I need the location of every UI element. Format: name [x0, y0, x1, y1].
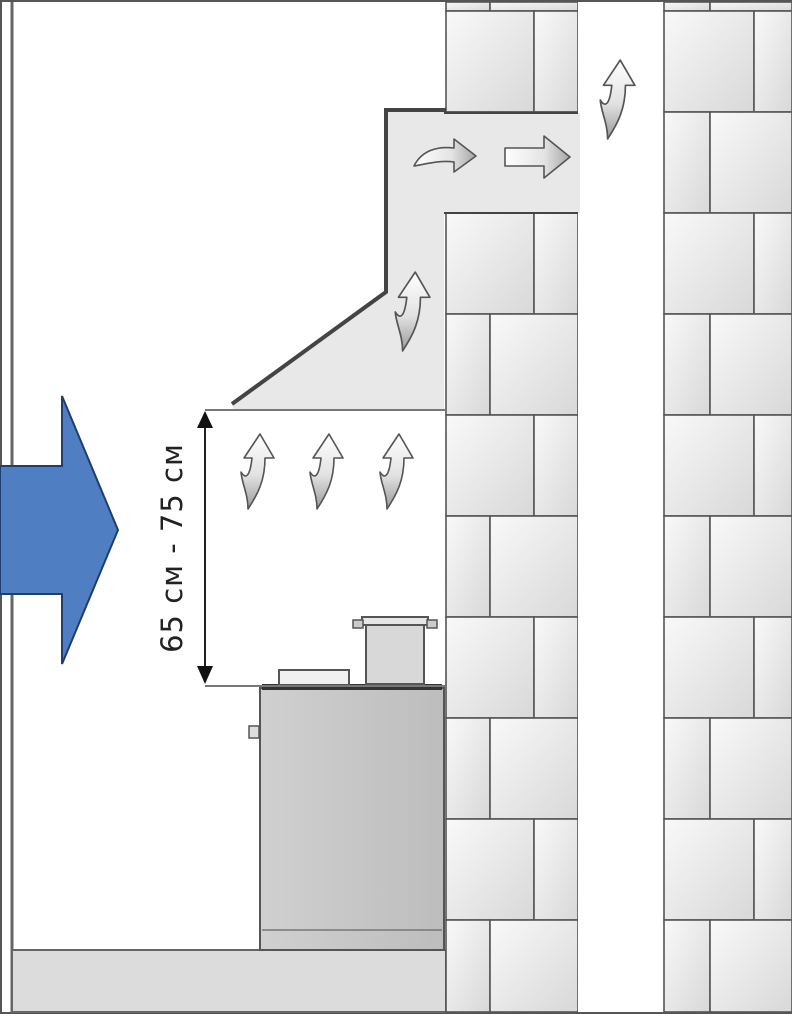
pan [278, 669, 350, 686]
brick-wall-left [445, 1, 579, 1013]
brick-tile [753, 212, 792, 315]
brick-tile [709, 313, 792, 416]
floor [11, 949, 447, 1013]
brick-tile [445, 515, 491, 618]
stove [259, 687, 445, 951]
brick-tile [663, 919, 711, 1013]
brick-tile [709, 515, 792, 618]
brick-tile [489, 919, 579, 1013]
range-hood [232, 112, 444, 410]
brick-tile [445, 717, 491, 820]
brick-tile [753, 616, 792, 719]
brick-tile [533, 10, 579, 113]
exhaust-arrow-icon [504, 135, 571, 179]
brick-tile [489, 717, 579, 820]
brick-tile [663, 212, 755, 315]
dimension-indicator [197, 411, 446, 687]
brick-tile [489, 515, 579, 618]
brick-wall-right [663, 1, 792, 1013]
brick-tile [663, 313, 711, 416]
brick-tile [663, 616, 755, 719]
brick-tile [753, 818, 792, 921]
brick-tile [533, 616, 579, 719]
brick-tile [489, 1, 579, 12]
dimension-label: 65 см - 75 см [155, 443, 189, 653]
pointer-arrow-icon [0, 395, 120, 665]
cooking-pot [352, 616, 438, 685]
brick-tile [663, 111, 711, 214]
brick-tile [533, 818, 579, 921]
brick-tile [753, 10, 792, 113]
brick-tile [445, 919, 491, 1013]
brick-tile [445, 818, 535, 921]
brick-tile [445, 616, 535, 719]
brick-tile [445, 10, 535, 113]
brick-tile [663, 414, 755, 517]
stove-knob [248, 725, 260, 739]
air-duct-channel [578, 2, 664, 1012]
brick-tile [663, 1, 711, 12]
brick-tile [753, 414, 792, 517]
brick-tile [445, 414, 535, 517]
brick-tile [709, 111, 792, 214]
brick-tile [709, 1, 792, 12]
brick-tile [445, 212, 535, 315]
brick-tile [533, 212, 579, 315]
brick-tile [445, 313, 491, 416]
brick-tile [709, 919, 792, 1013]
brick-tile [663, 717, 711, 820]
brick-tile [663, 10, 755, 113]
brick-tile [709, 717, 792, 820]
brick-tile [663, 515, 711, 618]
brick-tile [489, 313, 579, 416]
brick-tile [663, 818, 755, 921]
brick-tile [533, 414, 579, 517]
brick-tile [445, 1, 491, 12]
